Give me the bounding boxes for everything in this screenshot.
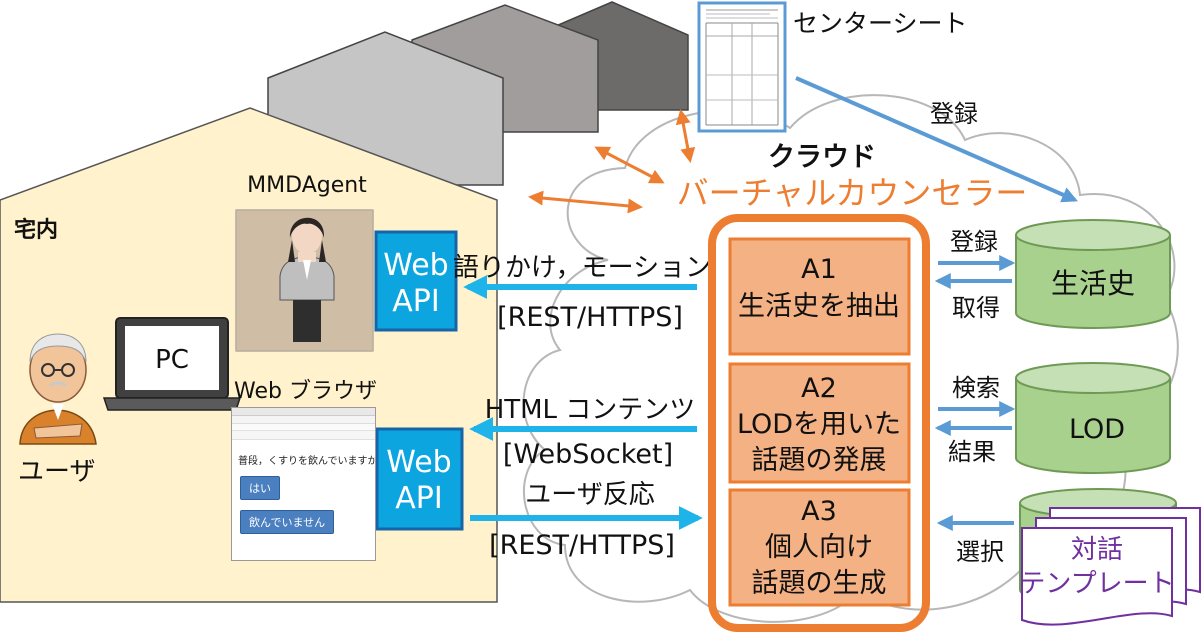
register-top-label: 登録 xyxy=(930,100,978,128)
center-sheet-label: センターシート xyxy=(793,9,968,38)
link-arrow-house2 xyxy=(594,146,665,184)
html-label: HTML コンテンツ xyxy=(485,395,696,425)
db-lod xyxy=(1015,362,1171,474)
module-a2-line1: LODを用いた xyxy=(737,409,901,440)
module-a2-line2: 話題の発展 xyxy=(752,445,887,476)
yes-button[interactable]: はい xyxy=(240,476,280,500)
reaction-protocol: [REST/HTTPS] xyxy=(489,530,675,561)
browser-tabbar xyxy=(232,408,375,416)
db-lifehistory xyxy=(1015,219,1171,329)
web-api-bottom-line2: API xyxy=(395,481,442,516)
module-a3-id: A3 xyxy=(801,496,837,527)
web-api-box-bottom xyxy=(375,427,464,531)
web-api-bottom-line1: Web xyxy=(386,445,451,480)
lod-out-label: 結果 xyxy=(948,438,996,466)
web-api-top-line1: Web xyxy=(383,248,448,283)
speak-label: 語りかけ，モーション xyxy=(453,253,711,283)
web-api-box-top xyxy=(374,230,458,332)
browser-question: 普段，くすりを飲んでいますか？ xyxy=(238,456,376,467)
modules-container xyxy=(708,214,930,632)
browser-addressbar xyxy=(232,416,375,424)
register-arrow-top xyxy=(795,76,1078,203)
lifehistory-out-label: 取得 xyxy=(952,294,1000,322)
browser-title: Web ブラウザ xyxy=(234,379,377,404)
link-arrow-house1 xyxy=(528,190,643,214)
speak-protocol: [REST/HTTPS] xyxy=(497,302,683,333)
home-label: 宅内 xyxy=(14,217,58,243)
browser-window: 普段，くすりを飲んでいますか？ はい 飲んでいません xyxy=(231,407,376,561)
db-lifehistory-label: 生活史 xyxy=(1051,267,1135,300)
cloud-shape xyxy=(522,94,1179,623)
module-a1-id: A1 xyxy=(801,254,837,285)
template-select-label: 選択 xyxy=(956,538,1004,566)
module-a3 xyxy=(728,488,911,607)
no-button[interactable]: 飲んでいません xyxy=(240,510,335,534)
module-a3-line2: 話題の生成 xyxy=(752,568,887,599)
user-elderly-icon xyxy=(19,333,97,445)
lod-in-label: 検索 xyxy=(952,374,1000,402)
html-protocol: [WebSocket] xyxy=(503,439,673,470)
link-arrow-house3 xyxy=(675,109,696,163)
reaction-label: ユーザ反応 xyxy=(525,480,654,510)
cloud-subtitle: バーチャルカウンセラー xyxy=(677,174,1028,212)
module-a2-id: A2 xyxy=(801,373,837,404)
user-label: ユーザ xyxy=(18,457,95,487)
mmd-agent-window xyxy=(235,209,374,352)
mmd-title: MMDAgent xyxy=(247,173,367,198)
dialog-template-stack xyxy=(1019,488,1201,626)
module-a3-line1: 個人向け xyxy=(765,532,873,563)
lifehistory-in-label: 登録 xyxy=(950,228,998,256)
pc-label: PC xyxy=(155,345,189,375)
module-a2 xyxy=(728,362,911,484)
browser-bookmarks xyxy=(232,424,375,431)
module-a1 xyxy=(728,237,911,356)
db-lod-label: LOD xyxy=(1069,414,1125,445)
browser-navbar xyxy=(232,431,375,440)
template-line1: 対話 xyxy=(1071,535,1123,565)
module-a1-line1: 生活史を抽出 xyxy=(738,291,900,322)
cloud-title: クラウド xyxy=(768,142,876,173)
web-api-top-line2: API xyxy=(392,284,439,319)
center-sheet-doc xyxy=(697,1,787,133)
pc-laptop xyxy=(102,317,242,411)
template-line2: テンプレート xyxy=(1019,569,1174,599)
